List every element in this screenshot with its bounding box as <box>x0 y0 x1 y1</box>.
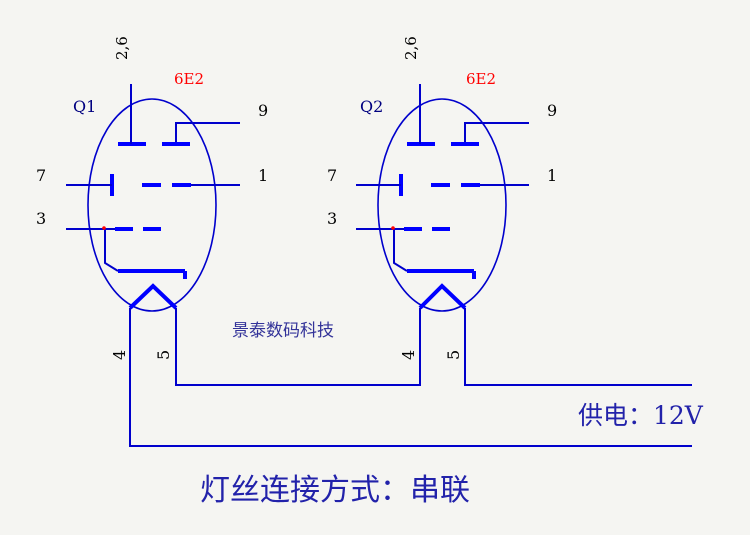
tube-q2-envelope <box>377 98 507 312</box>
watermark-text: 景泰数码科技 <box>232 321 334 341</box>
tube-q2-designator: Q2 <box>360 97 383 116</box>
tube-q1-internal-wires <box>66 84 240 272</box>
tube-q2-pin-4: 4 <box>399 350 418 360</box>
tube-q1-pin-4: 4 <box>110 350 129 360</box>
tube-q1-pin-3: 3 <box>36 209 46 228</box>
heater-series-link <box>175 308 421 386</box>
heater-wiring <box>129 308 692 447</box>
tube-q1-pin-7: 7 <box>36 166 46 185</box>
tube-q2-grid-top-lead <box>464 122 529 142</box>
tube-q2-pin-7: 7 <box>327 166 337 185</box>
supply-wire-positive <box>464 308 692 386</box>
tube-q2-pin-9: 9 <box>547 101 557 120</box>
tube-q2-model: 6E2 <box>466 70 496 88</box>
tube-q1-grid-top-lead <box>175 122 240 142</box>
tube-q2-pin-3: 3 <box>327 209 337 228</box>
tube-q2-pin-1: 1 <box>547 166 557 185</box>
supply-label: 供电：12V <box>578 401 704 430</box>
tube-q2-internal-wires <box>356 84 529 272</box>
tube-q2-heater <box>418 283 467 310</box>
tube-q1-pin-9: 9 <box>258 101 268 120</box>
tube-q2-electrodes <box>399 142 480 279</box>
tube-q1-heater <box>128 283 178 310</box>
tube-q2-cathode-lead <box>393 229 408 272</box>
tube-q1-envelope <box>87 98 217 312</box>
tube-q2-pin-5: 5 <box>444 350 463 360</box>
tube-q1: Q1 6E2 2,6 9 7 1 3 4 5 <box>36 36 268 360</box>
tube-q2-pin-anode: 2,6 <box>402 36 420 60</box>
tube-q1-cathode-lead <box>104 229 119 272</box>
tube-q1-designator: Q1 <box>73 97 96 116</box>
tube-q1-pin-1: 1 <box>258 166 268 185</box>
tube-q1-electrodes <box>110 142 191 279</box>
tube-q1-pin-anode: 2,6 <box>113 36 131 60</box>
caption: 灯丝连接方式：串联 <box>200 473 470 508</box>
tube-q1-pin-5: 5 <box>154 350 173 360</box>
tube-q2: Q2 6E2 2,6 9 7 1 3 4 5 <box>327 36 557 360</box>
supply-wire-return <box>129 308 692 447</box>
tube-q1-model: 6E2 <box>174 70 204 88</box>
tube-q2-junction-dot <box>391 226 395 230</box>
tube-q1-junction-dot <box>102 226 106 230</box>
